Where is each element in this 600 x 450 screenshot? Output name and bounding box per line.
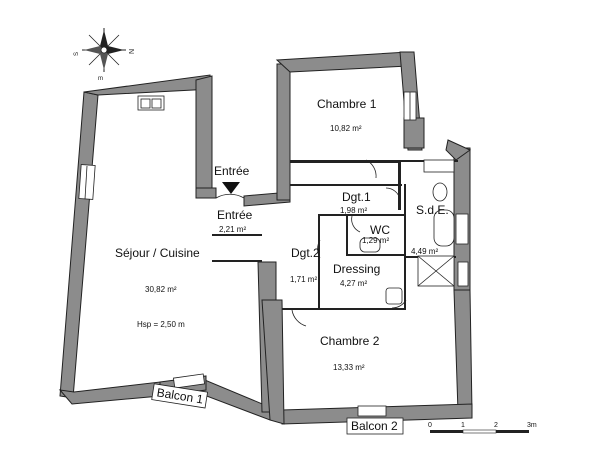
scale-bar: 0 1 2 3m bbox=[428, 422, 537, 434]
dgt1-area: 1,98 m² bbox=[340, 206, 367, 215]
compass-m-label: m bbox=[98, 76, 103, 82]
bathroom-fixtures bbox=[359, 159, 455, 305]
sejour-name: Séjour / Cuisine bbox=[115, 246, 200, 260]
sejour-area: 30,82 m² bbox=[145, 285, 177, 294]
sde-name: S.d.E. bbox=[416, 203, 449, 217]
doors bbox=[215, 159, 407, 327]
sde-area: 4,49 m² bbox=[411, 247, 438, 256]
sejour-hsp: Hsp = 2,50 m bbox=[137, 320, 185, 329]
wc-area: 1,29 m² bbox=[362, 236, 389, 245]
balcony-1-box bbox=[151, 383, 209, 409]
entree-name: Entrée bbox=[217, 208, 253, 222]
entry-marker: Entrée bbox=[214, 164, 250, 194]
chambre2-area: 13,33 m² bbox=[333, 363, 365, 372]
balcony-labels: Balcon 1 Balcon 2 bbox=[151, 383, 404, 435]
dressing-name: Dressing bbox=[333, 262, 380, 276]
compass-s-label: S bbox=[74, 52, 80, 56]
balcony-2-label: Balcon 2 bbox=[351, 419, 398, 433]
interior-partitions bbox=[212, 160, 458, 310]
exterior-walls bbox=[58, 51, 473, 425]
chambre1-area: 10,82 m² bbox=[330, 124, 362, 133]
entry-marker-label: Entrée bbox=[214, 164, 250, 178]
scale-tick-0: 0 bbox=[428, 422, 432, 429]
room-labels: Séjour / Cuisine 30,82 m² Hsp = 2,50 m C… bbox=[115, 97, 449, 372]
chambre1-name: Chambre 1 bbox=[317, 97, 377, 111]
windows bbox=[78, 91, 469, 417]
compass-n-label: N bbox=[129, 49, 136, 54]
scale-tick-1: 1 bbox=[461, 422, 465, 429]
wc-name: WC bbox=[370, 223, 390, 237]
compass-rose: S N m bbox=[74, 28, 136, 82]
scale-tick-2: 2 bbox=[494, 422, 498, 429]
scale-tick-3: 3m bbox=[527, 422, 537, 429]
chambre2-name: Chambre 2 bbox=[320, 334, 380, 348]
dgt2-name: Dgt.2 bbox=[291, 246, 320, 260]
dgt1-name: Dgt.1 bbox=[342, 190, 371, 204]
balcony-2-box bbox=[346, 417, 404, 435]
kitchen-sink bbox=[137, 95, 165, 111]
dgt2-area: 1,71 m² bbox=[290, 275, 317, 284]
entree-area: 2,21 m² bbox=[219, 225, 246, 234]
dressing-area: 4,27 m² bbox=[340, 279, 367, 288]
